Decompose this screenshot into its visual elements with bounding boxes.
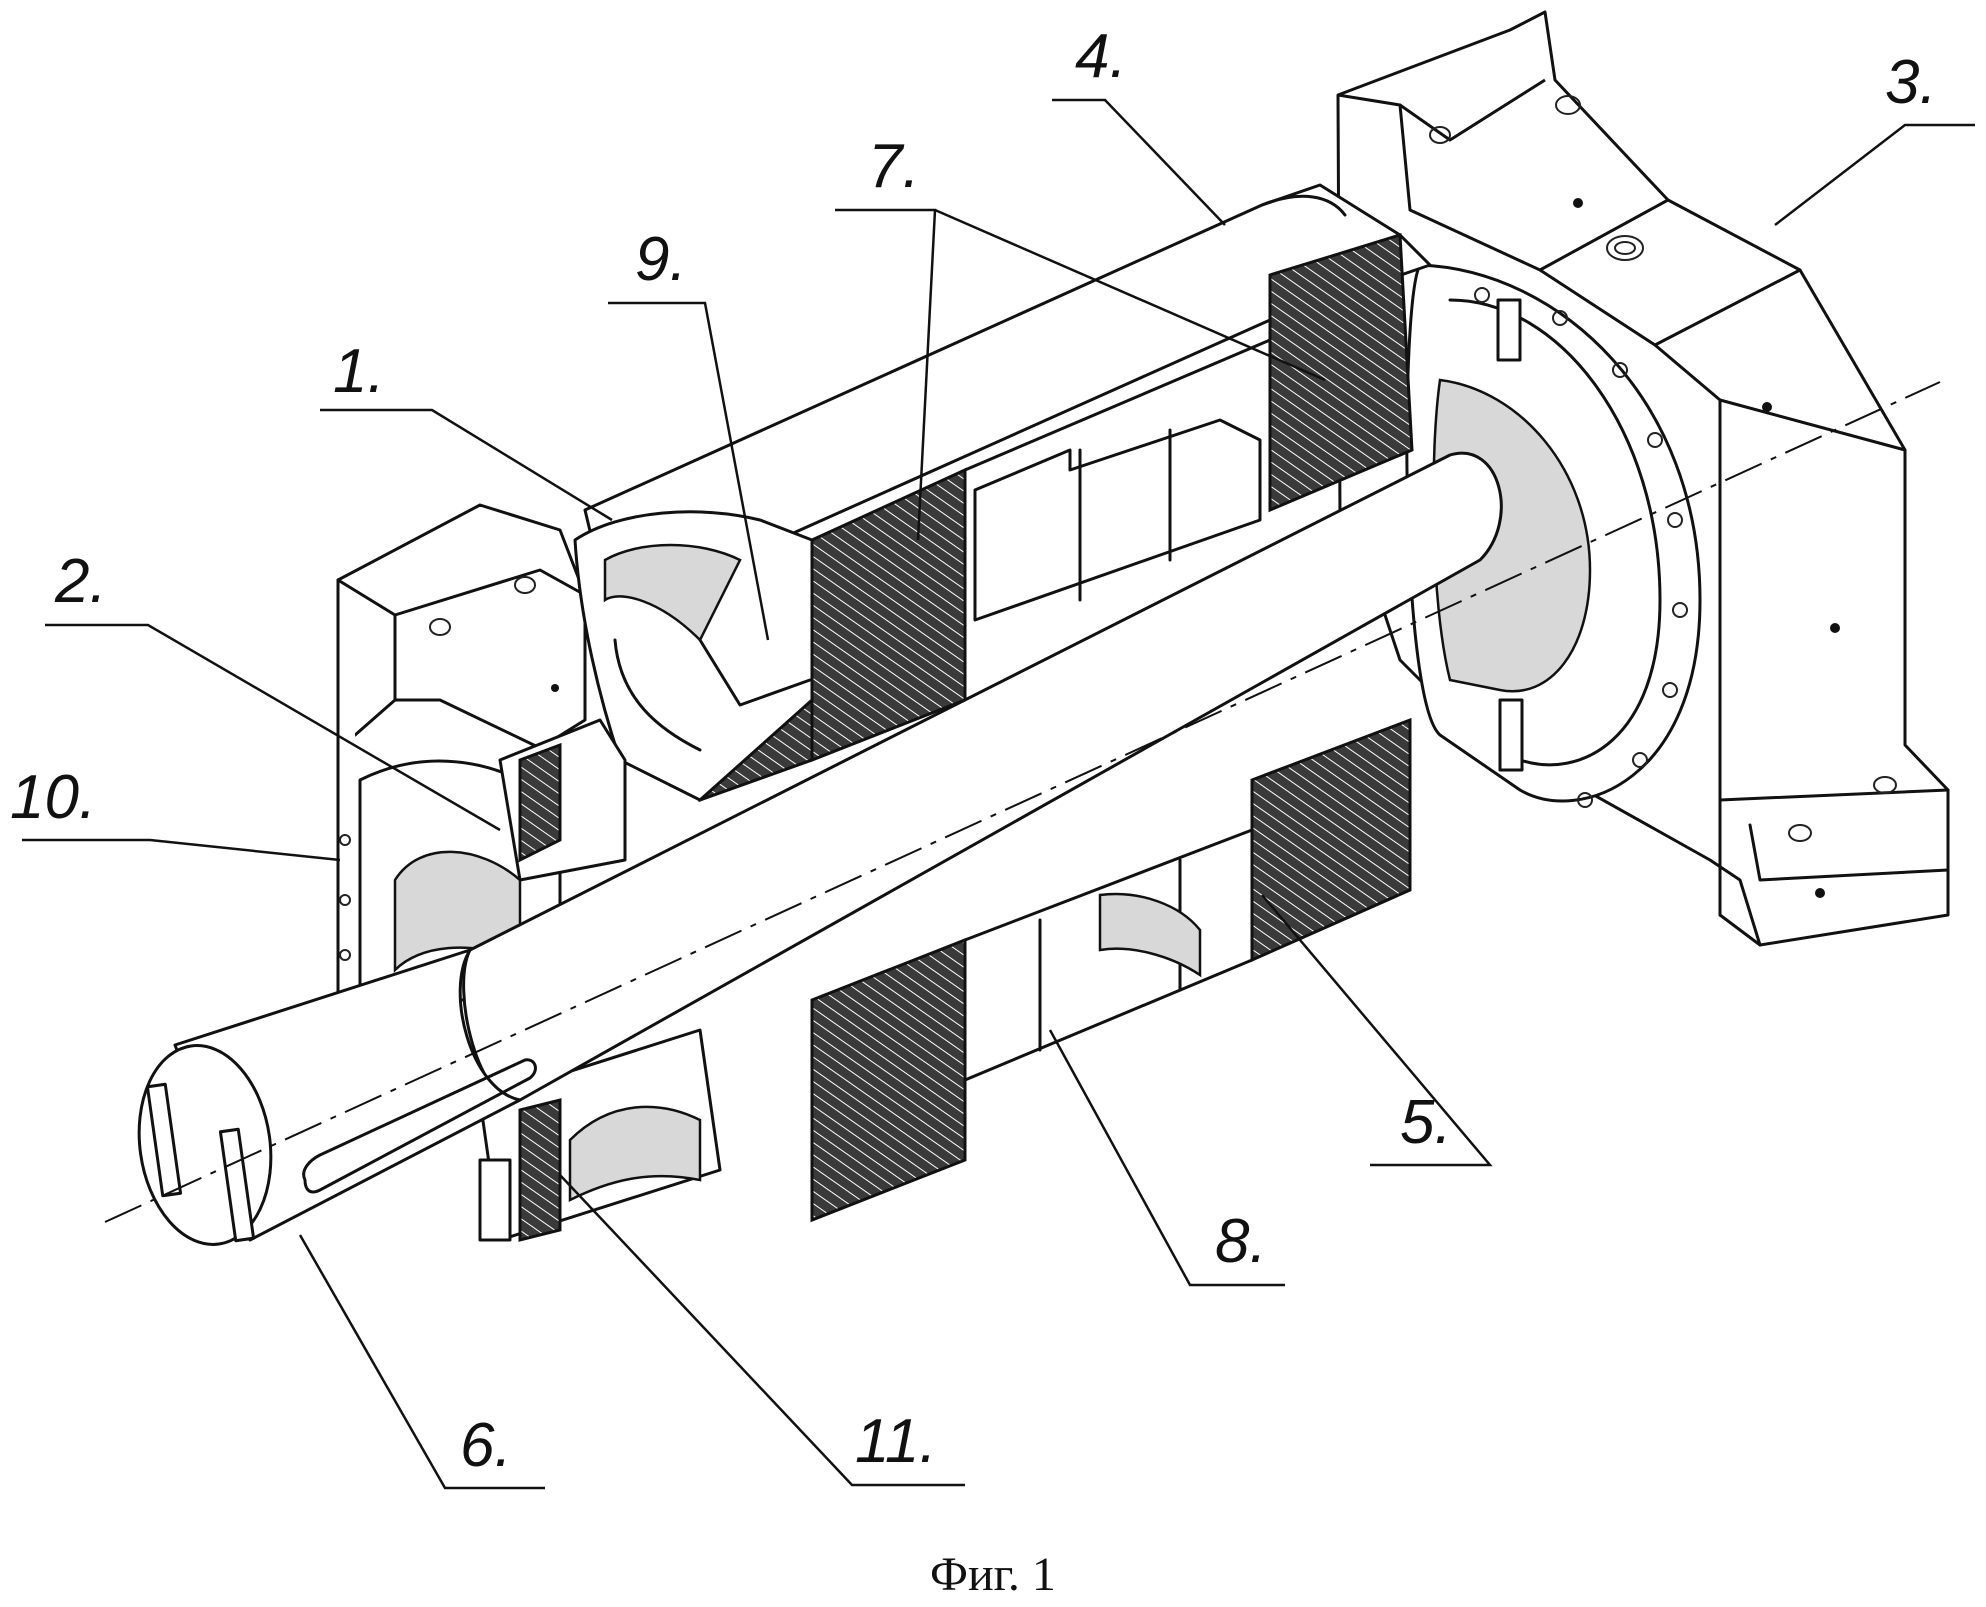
end-shield-left xyxy=(498,510,814,882)
label-9: 9. xyxy=(635,225,687,294)
stator-core xyxy=(698,233,1414,1223)
main-shaft xyxy=(104,381,1941,1246)
label-10: 10. xyxy=(10,763,96,832)
label-2: 2. xyxy=(54,547,107,616)
label-8: 8. xyxy=(1215,1207,1267,1276)
label-4: 4. xyxy=(1075,22,1127,91)
label-5: 5. xyxy=(1400,1088,1452,1157)
label-11: 11. xyxy=(855,1407,937,1476)
label-1: 1. xyxy=(333,337,385,406)
figure-caption: Фиг. 1 xyxy=(930,1548,1056,1601)
label-3: 3. xyxy=(1885,48,1937,117)
label-6: 6. xyxy=(460,1411,512,1480)
inner-frame xyxy=(963,338,1272,1082)
leader-lines xyxy=(22,98,1975,1490)
reference-labels: 1. 2. 3. 4. 5. 6. 7. 8. 9. 10. 11. xyxy=(10,22,1937,1480)
label-7: 7. xyxy=(868,132,920,201)
